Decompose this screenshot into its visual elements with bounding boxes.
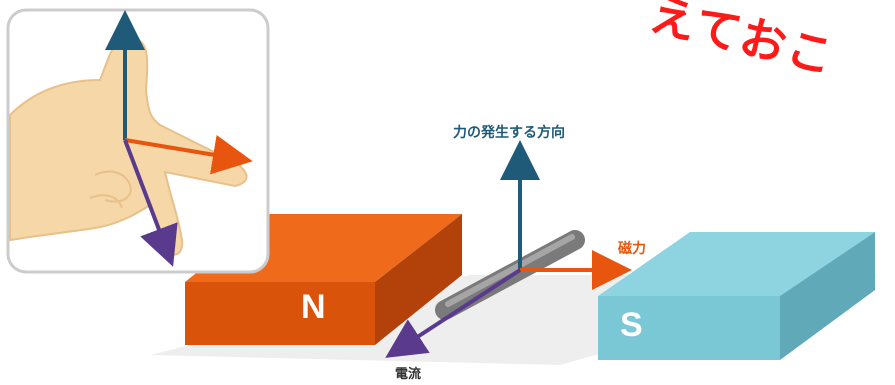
magnetic-force-label: 磁力 bbox=[618, 241, 646, 257]
force-direction-label: 力の発生する方向 bbox=[453, 125, 565, 141]
south-magnet-front bbox=[598, 296, 780, 360]
south-pole-label: S bbox=[620, 306, 643, 344]
current-label: 電流 bbox=[395, 367, 422, 382]
north-magnet-side bbox=[375, 214, 462, 345]
index-magnetic-arrow bbox=[124, 134, 253, 175]
middle-current-arrow bbox=[123, 139, 178, 267]
north-magnet-front bbox=[185, 282, 375, 345]
south-magnet bbox=[598, 232, 875, 360]
current-arrow bbox=[385, 268, 522, 358]
south-magnet-top bbox=[598, 232, 875, 296]
south-magnet-side bbox=[780, 232, 875, 360]
hand-inset-panel bbox=[6, 8, 270, 274]
conductor-rod-highlight bbox=[445, 234, 575, 307]
north-pole-label: N bbox=[301, 288, 326, 326]
